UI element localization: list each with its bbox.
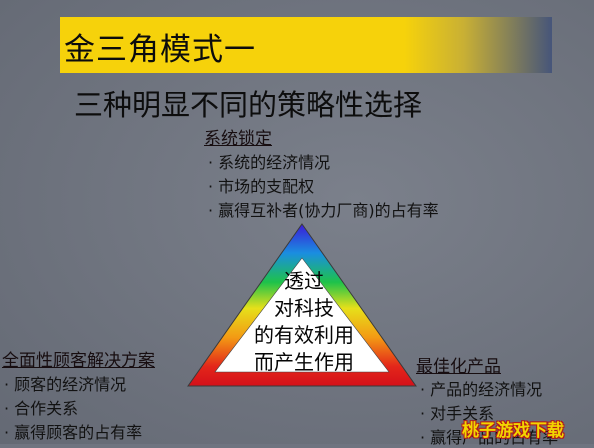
right-bullet-2: · 对手关系 [420, 404, 495, 423]
right-heading: 最佳化产品 [416, 357, 501, 377]
slide-title: 金三角模式一 [64, 32, 256, 68]
left-bullet-1: · 顾客的经济情况 [4, 375, 127, 394]
gradient-triangle [187, 223, 417, 387]
center-line-2: 对科技 [274, 296, 334, 320]
center-line-1: 透过 [284, 269, 324, 293]
left-heading: 全面性顾客解决方案 [2, 351, 155, 371]
right-bullet-1: · 产品的经济情况 [420, 380, 543, 399]
title-band [60, 17, 552, 73]
top-bullet-2: · 市场的支配权 [208, 177, 315, 196]
top-bullet-3: · 赢得互补者(协力厂商)的占有率 [208, 201, 439, 220]
watermark: 桃子游戏下载 [462, 421, 564, 441]
center-line-4: 而产生作用 [254, 350, 354, 374]
left-bullet-3: · 赢得顾客的占有率 [4, 423, 143, 442]
top-heading: 系统锁定 [204, 129, 272, 149]
right-bullet-3: · 赢得产品的占有率 [420, 428, 559, 447]
left-bullet-2: · 合作关系 [4, 399, 79, 418]
center-line-3: 的有效利用 [254, 323, 354, 347]
top-bullet-1: · 系统的经济情况 [208, 153, 331, 172]
slide-subtitle: 三种明显不同的策略性选择 [74, 88, 423, 122]
center-text: 透过 对科技 的有效利用 而产生作用 [228, 268, 380, 376]
